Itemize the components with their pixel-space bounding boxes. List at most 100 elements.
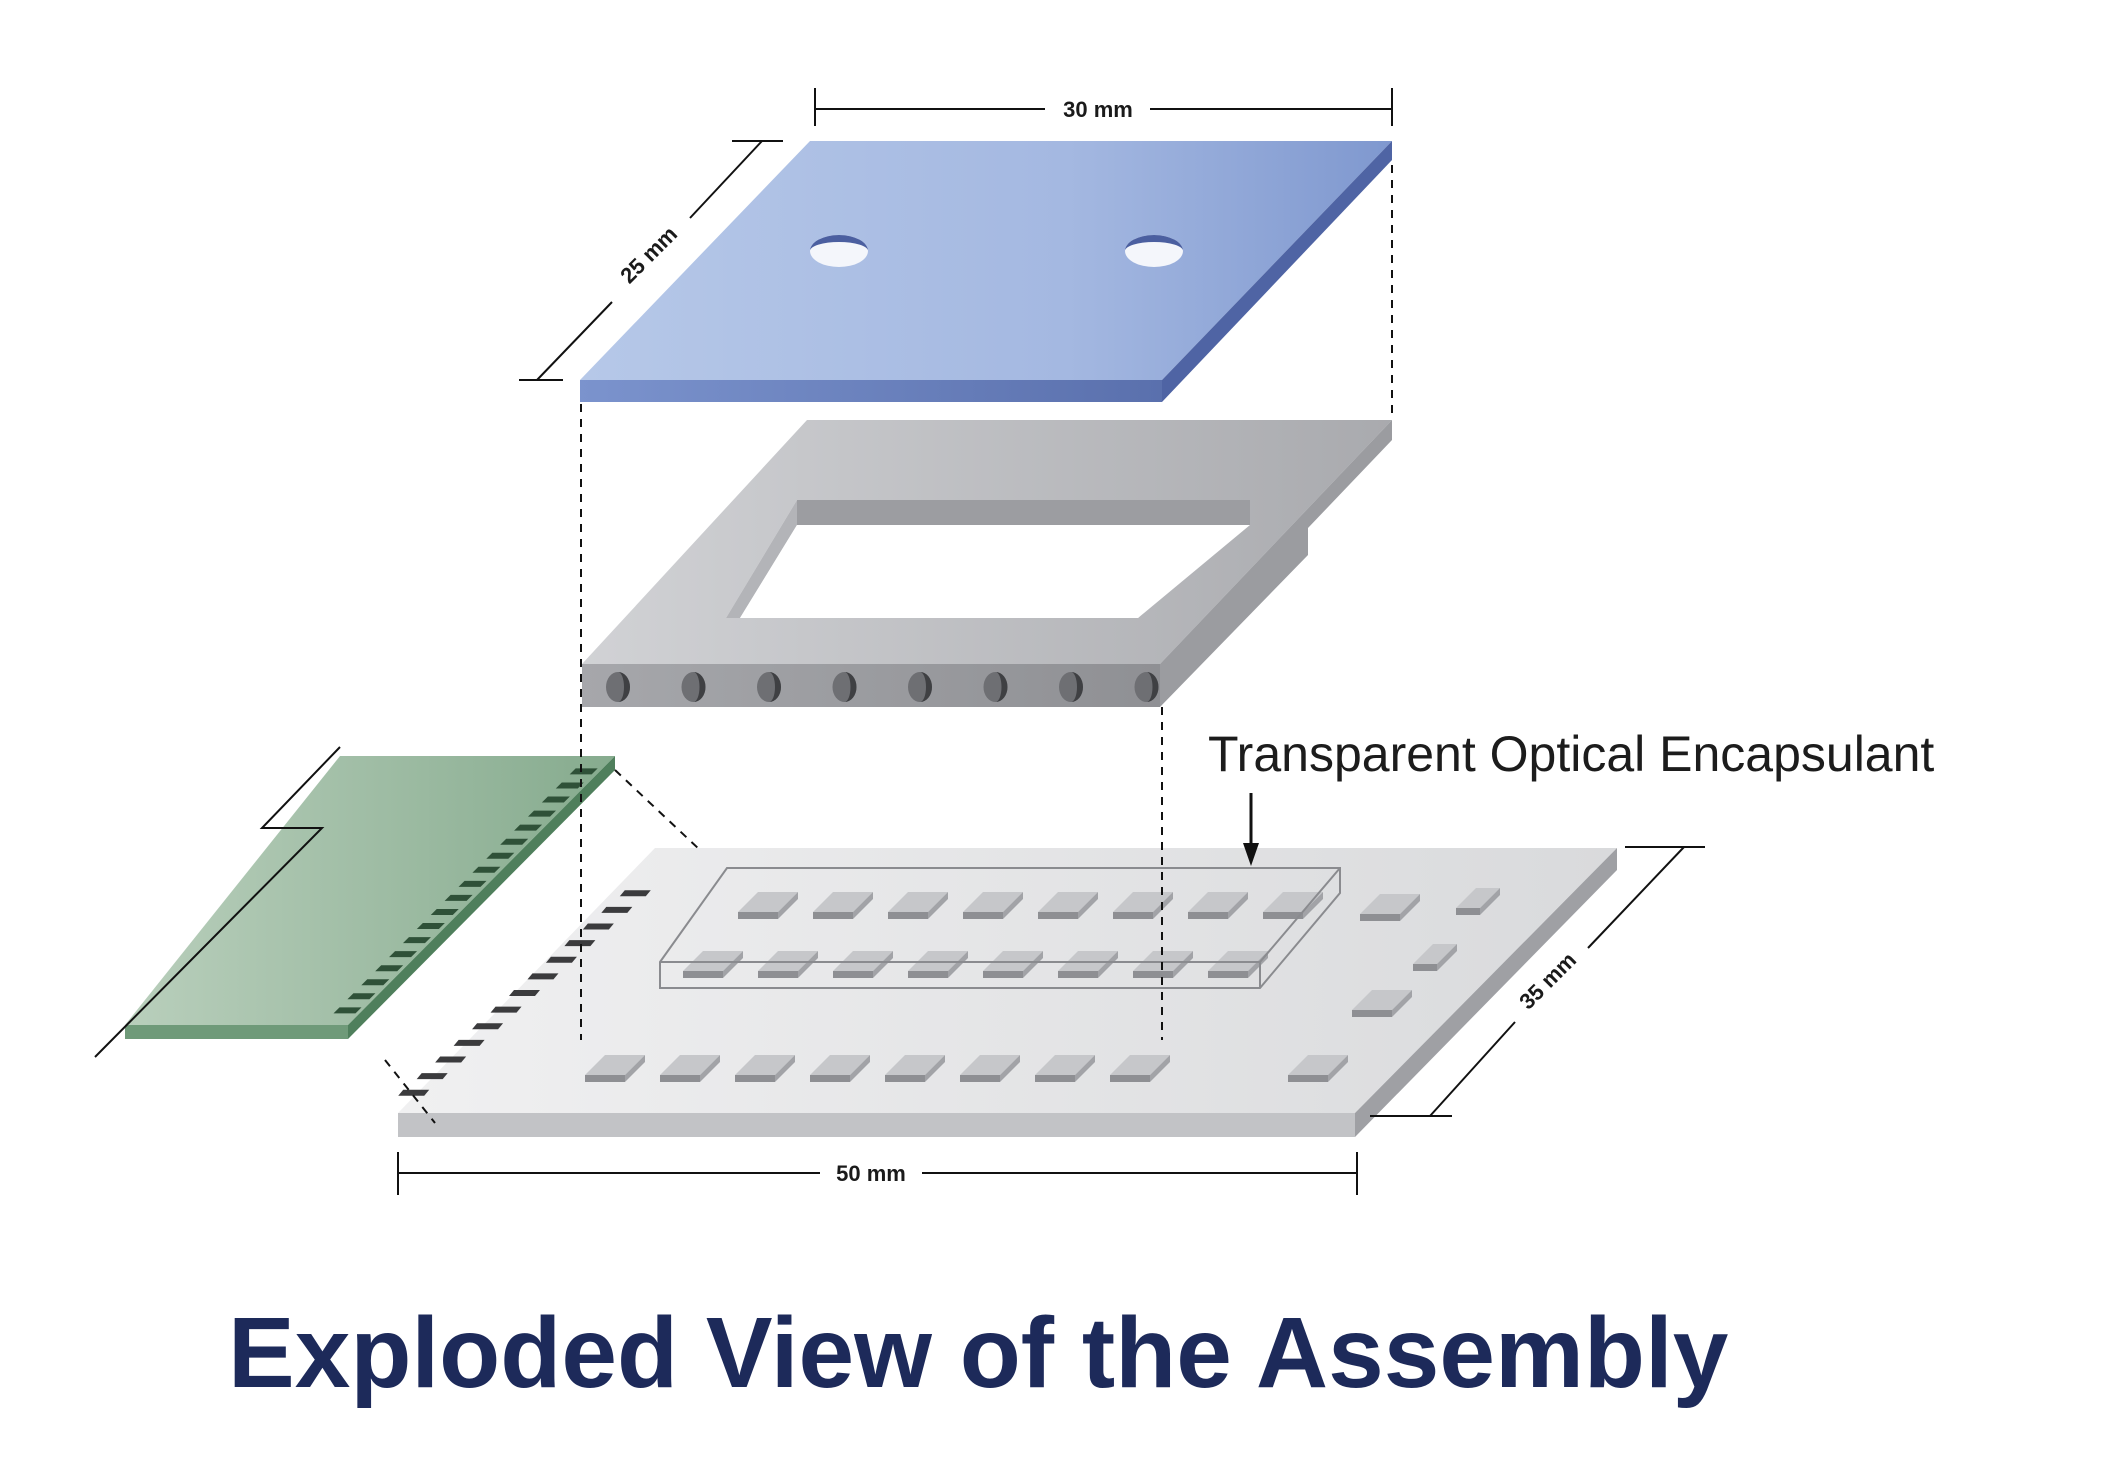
pcb-pin: [430, 908, 459, 915]
chip-pad-side: [1098, 951, 1118, 978]
vent-hole-shadow: [844, 672, 857, 702]
base-edge-leads: [398, 890, 651, 1096]
base-lead: [582, 923, 614, 930]
vent-hole-shadow: [769, 672, 781, 702]
chip-pad-edge: [983, 971, 1023, 978]
chip-pad-edge: [585, 1075, 625, 1082]
chip-pad-edge: [1456, 908, 1480, 915]
chip-pad-edge: [1413, 964, 1437, 971]
chip-pad-side: [625, 1055, 645, 1082]
chip-pad-edge: [1263, 912, 1303, 919]
chip-pad-side: [798, 951, 818, 978]
pcb-pin: [514, 824, 543, 831]
chip-pad-side: [775, 1055, 795, 1082]
base-lead: [545, 956, 577, 963]
base-lead: [564, 940, 596, 947]
chip-pad: [1413, 944, 1457, 964]
base-lead: [619, 890, 651, 897]
vent-hole-shadow: [693, 672, 706, 702]
chip-pad: [1456, 888, 1500, 908]
base-lead: [490, 1006, 522, 1013]
frame-vent-holes: [606, 672, 1159, 702]
pcb-pin: [416, 923, 445, 930]
pcb-connector: [94, 746, 615, 1058]
chip-pad-side: [1400, 894, 1420, 921]
base-lead: [435, 1056, 467, 1063]
optical-encapsulant: [659, 867, 1341, 989]
base-substrate: [398, 848, 1617, 1137]
chip-pad-side: [928, 892, 948, 919]
dimension-base-width: 50 mm: [397, 1152, 1358, 1195]
base-lead: [398, 1089, 430, 1096]
encapsulant-callout: Transparent Optical Encapsulant: [1208, 726, 1934, 866]
base-width-label: 50 mm: [836, 1161, 906, 1186]
chip-pad-side: [925, 1055, 945, 1082]
chip-pad-edge: [888, 912, 928, 919]
chip-pad-side: [700, 1055, 720, 1082]
chip-pad-side: [1328, 1055, 1348, 1082]
pcb-pin: [500, 838, 529, 845]
chip-pad-edge: [813, 912, 853, 919]
chip-pad-edge: [963, 912, 1003, 919]
pcb-pin: [569, 768, 598, 775]
pcb-pin: [375, 965, 404, 972]
chip-pad-edge: [810, 1075, 850, 1082]
pcb-pin: [361, 979, 390, 986]
chip-pad-side: [850, 1055, 870, 1082]
mounting-hole-right: [1125, 235, 1183, 267]
base-lead: [453, 1039, 485, 1046]
chip-pad-edge: [1038, 912, 1078, 919]
chip-pad-side: [948, 951, 968, 978]
chip-pad-side: [1228, 892, 1248, 919]
chip-pad-side: [873, 951, 893, 978]
chip-pad-edge: [1110, 1075, 1150, 1082]
chip-pad-side: [1023, 951, 1043, 978]
chip-pad-side: [778, 892, 798, 919]
pcb-pin: [333, 1007, 362, 1014]
chip-pad-side: [1075, 1055, 1095, 1082]
pcb-pin: [486, 852, 515, 859]
base-lead: [601, 906, 633, 913]
chip-pad-side: [1078, 892, 1098, 919]
chip-pad-side: [1150, 1055, 1170, 1082]
vent-hole-shadow: [920, 672, 932, 702]
chip-pad-edge: [1288, 1075, 1328, 1082]
pcb-pin: [458, 880, 487, 887]
chip-pad-edge: [1208, 971, 1248, 978]
chip-pad-edge: [1058, 971, 1098, 978]
top-width-label: 30 mm: [1063, 97, 1133, 122]
chip-pad-edge: [738, 912, 778, 919]
pcb-pin: [527, 810, 556, 817]
dimension-top-width: 30 mm: [814, 88, 1393, 126]
vent-hole-shadow: [995, 672, 1008, 702]
chip-pad-side: [1173, 951, 1193, 978]
chip-pad-side: [723, 951, 743, 978]
chip-pad-side: [1000, 1055, 1020, 1082]
mounting-hole-left: [810, 235, 868, 267]
chip-pad-edge: [1113, 912, 1153, 919]
pcb-pin: [555, 782, 584, 789]
base-lead: [416, 1073, 448, 1080]
chip-pad-edge: [735, 1075, 775, 1082]
base-chip-pads: [585, 888, 1500, 1082]
chip-pad-side: [1003, 892, 1023, 919]
projection-lines: [384, 165, 1393, 1124]
vent-hole-shadow: [618, 672, 630, 702]
base-lead: [527, 973, 559, 980]
chip-pad-edge: [660, 1075, 700, 1082]
vent-hole-shadow: [1071, 672, 1083, 702]
pcb-pin: [389, 951, 418, 958]
pcb-pin: [347, 993, 376, 1000]
pcb-pin: [472, 866, 501, 873]
chip-pad-edge: [960, 1075, 1000, 1082]
callout-arrow-icon: [1243, 843, 1259, 866]
base-lead: [472, 1023, 504, 1030]
pcb-pin: [402, 937, 431, 944]
chip-pad-edge: [1188, 912, 1228, 919]
base-lead: [509, 990, 540, 996]
top-cover-plate: [580, 141, 1392, 402]
pcb-pin: [541, 796, 570, 803]
chip-pad-edge: [833, 971, 873, 978]
chip-pad-edge: [683, 971, 723, 978]
chip-pad-side: [1392, 990, 1412, 1017]
